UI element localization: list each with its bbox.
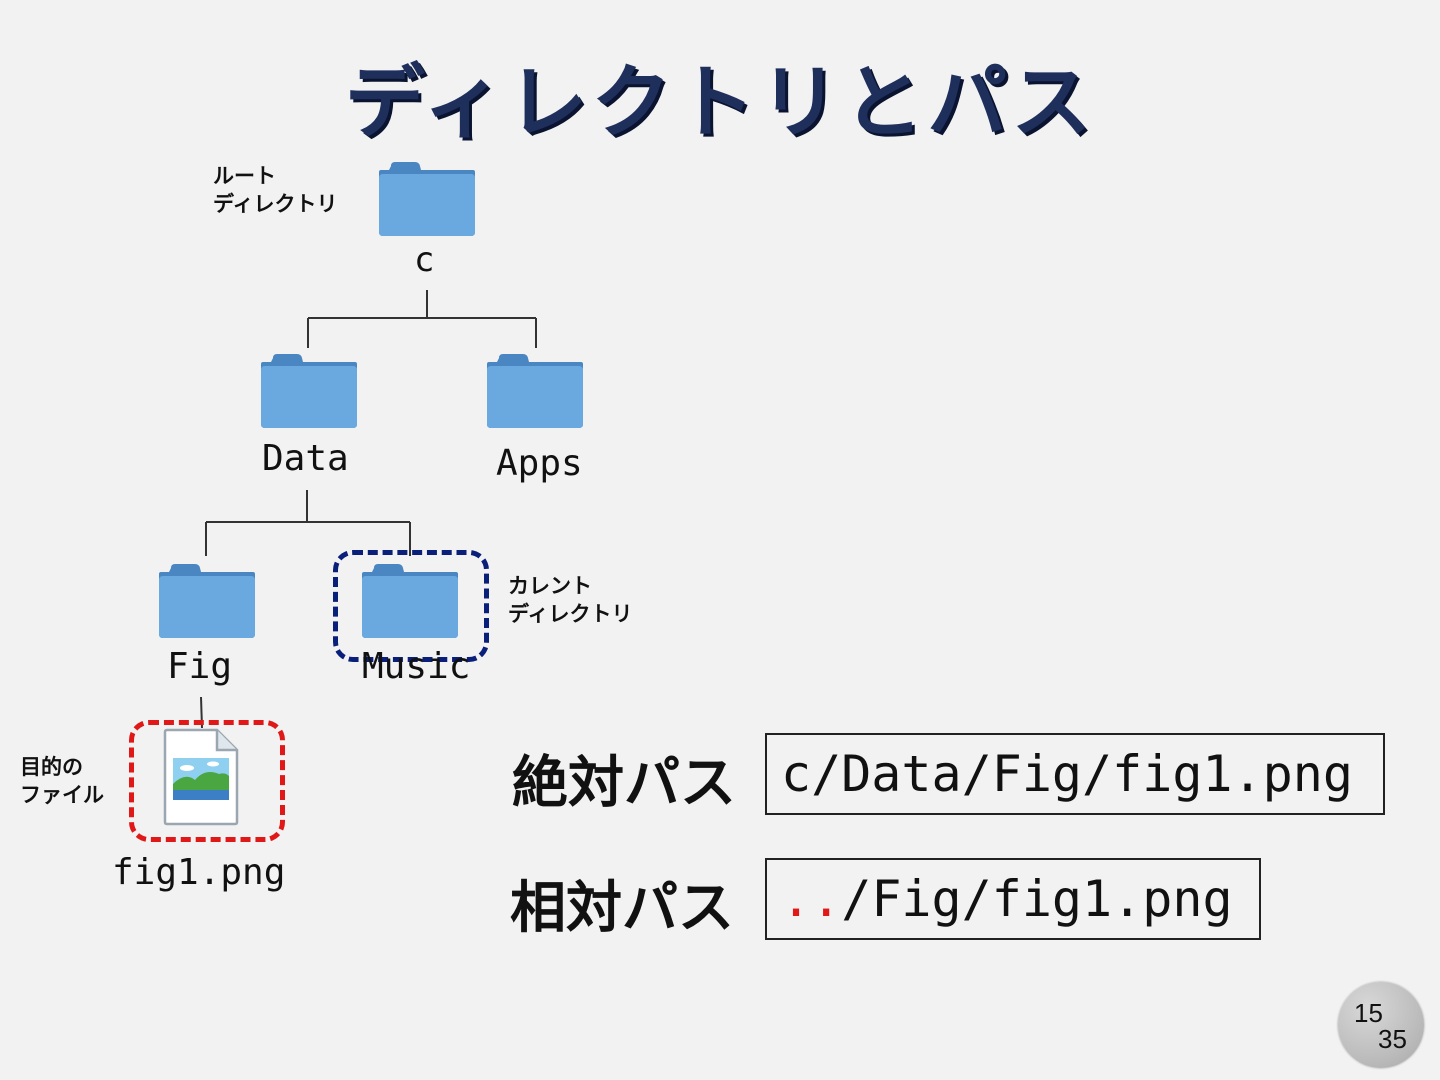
relative-path-rest: /Fig/fig1.png [841, 870, 1233, 928]
absolute-path-box: c/Data/Fig/fig1.png [765, 733, 1385, 815]
relative-path-box: ../Fig/fig1.png [765, 858, 1261, 940]
target-file-annotation: 目的の ファイル [20, 753, 104, 809]
root-folder-name: c [414, 240, 435, 280]
file-annotation-line2: ファイル [20, 783, 104, 807]
page-current: 15 [1354, 998, 1383, 1028]
data-folder-name: Data [262, 438, 349, 479]
fig-folder-name: Fig [167, 646, 233, 687]
absolute-path-label: 絶対パス [512, 751, 736, 816]
music-folder-name: Music [362, 646, 471, 687]
target-file-highlight [129, 720, 285, 842]
image-file-icon[interactable] [163, 728, 239, 826]
folder-icon-apps[interactable] [485, 350, 585, 430]
folder-icon-music[interactable] [360, 560, 460, 640]
relative-path-label: 相対パス [510, 876, 734, 941]
page-total: 35 [1378, 1024, 1407, 1054]
folder-icon-fig[interactable] [157, 560, 257, 640]
folder-icon-data[interactable] [259, 350, 359, 430]
root-annotation-line2: ディレクトリ [213, 192, 338, 216]
apps-folder-name: Apps [496, 443, 583, 484]
root-annotation: ルート ディレクトリ [213, 162, 338, 218]
current-annotation-line2: ディレクトリ [508, 602, 633, 626]
slide-title: ディレクトリとパス [344, 56, 1096, 149]
folder-icon-root[interactable] [377, 158, 477, 238]
page-number-badge [1338, 982, 1424, 1068]
relative-path-prefix: .. [781, 870, 842, 928]
current-annotation-line1: カレント [508, 574, 592, 598]
absolute-path-value: c/Data/Fig/fig1.png [781, 745, 1353, 803]
root-annotation-line1: ルート [213, 164, 276, 188]
file-name: fig1.png [112, 852, 286, 893]
file-annotation-line1: 目的の [20, 755, 83, 779]
current-directory-annotation: カレント ディレクトリ [508, 572, 633, 628]
current-directory-highlight [333, 550, 489, 662]
